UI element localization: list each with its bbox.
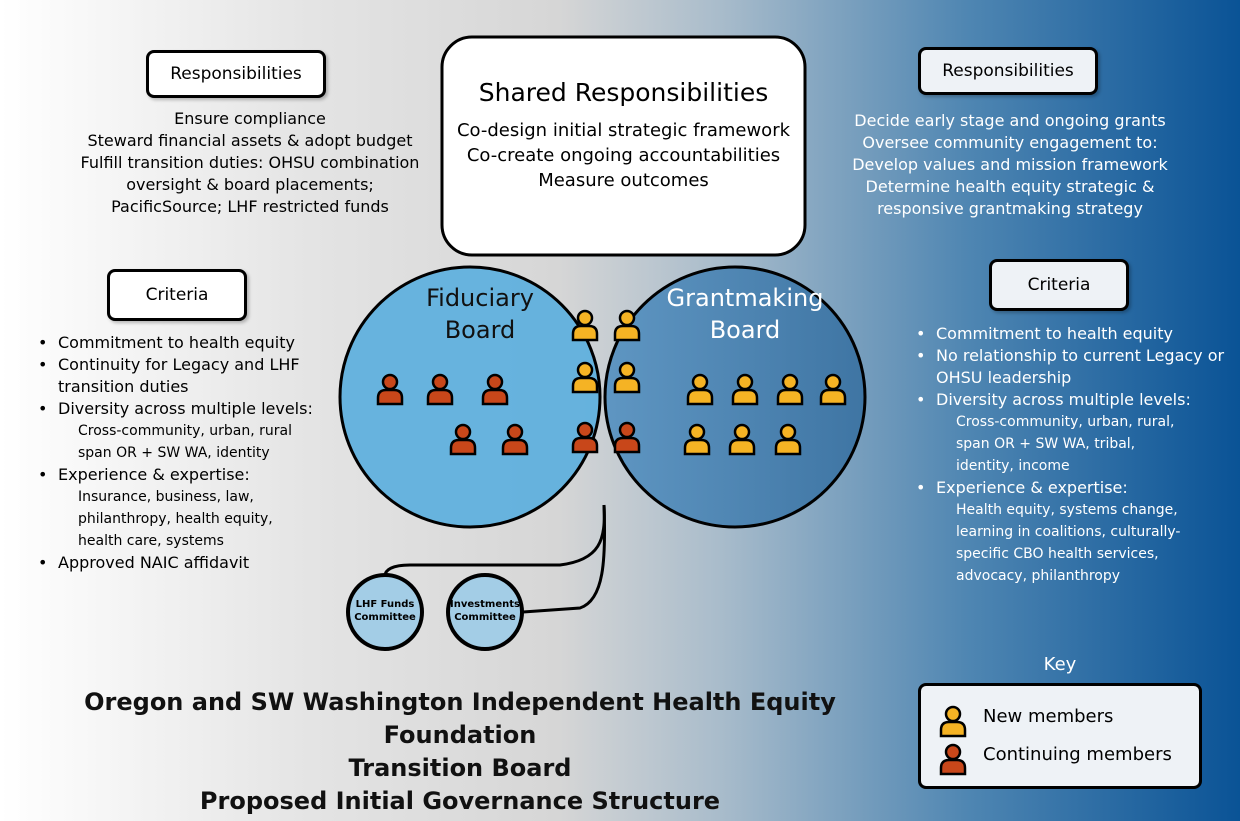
shared-box [440,35,807,257]
shared-title: Shared Responsibilities [478,78,769,107]
criteria-item: Continuity for Legacy and LHF transition… [34,354,324,398]
continuing-member-icon [571,421,599,454]
connector-investments [522,504,607,614]
shared-item: Co-create ongoing accountabilities [466,145,781,166]
key-continuing-members: Continuing members [983,744,1172,765]
new-member-icon [613,361,641,394]
new-member-icon [686,373,714,406]
criteria-item: No relationship to current Legacy or OHS… [912,345,1232,389]
left-criteria-label: Criteria [107,269,247,321]
left-criteria-list: Commitment to health equityContinuity fo… [34,332,324,574]
new-member-icon [819,373,847,406]
shared-responsibilities: Shared Responsibilities Co-design initia… [442,76,805,193]
new-member-icon [571,361,599,394]
investments-committee-circle [446,573,524,651]
continuing-member-icon [376,373,404,406]
left-responsibilities-label: Responsibilities [146,50,326,98]
fiduciary-circle [340,267,600,527]
criteria-detail: Health equity, systems change,learning i… [956,502,1181,584]
key-title: Key [1043,654,1077,675]
lhf-funds-committee-circle [346,573,424,651]
new-member-icon [776,373,804,406]
key-new-members: New members [983,706,1114,727]
criteria-detail: Cross-community, urban, rural,span OR + … [956,414,1175,474]
criteria-item: Experience & expertise: [912,477,1232,499]
criteria-item: Commitment to health equity [912,323,1232,345]
continuing-member-icon [449,423,477,456]
right-criteria-label: Criteria [989,259,1129,311]
key-legend: New members Continuing members [918,683,1202,789]
continuing-member-icon [481,373,509,406]
right-responsibilities-label: Responsibilities [918,47,1098,95]
criteria-item: Commitment to health equity [34,332,324,354]
new-member-icon [731,373,759,406]
criteria-item: Diversity across multiple levels: [912,389,1232,411]
criteria-item: Diversity across multiple levels: [34,398,324,420]
new-member-icon [774,423,802,456]
shared-item: Measure outcomes [538,170,709,191]
continuing-member-icon [939,743,967,776]
continuing-member-icon [426,373,454,406]
page-title: Oregon and SW Washington Independent Hea… [84,688,836,815]
new-member-icon [683,423,711,456]
new-member-icon [571,309,599,342]
criteria-detail: Insurance, business, law,philanthropy, h… [78,489,273,549]
shared-item: Co-design initial strategic framework [456,120,791,141]
key-icons [939,705,967,776]
criteria-item: Experience & expertise: [34,464,324,486]
continuing-member-icon [613,421,641,454]
new-member-icon [613,309,641,342]
continuing-member-icon [501,423,529,456]
criteria-item: Approved NAIC affidavit [34,552,324,574]
new-member-icon [939,705,967,738]
right-criteria-list: Commitment to health equityNo relationsh… [912,323,1232,587]
new-member-icon [728,423,756,456]
